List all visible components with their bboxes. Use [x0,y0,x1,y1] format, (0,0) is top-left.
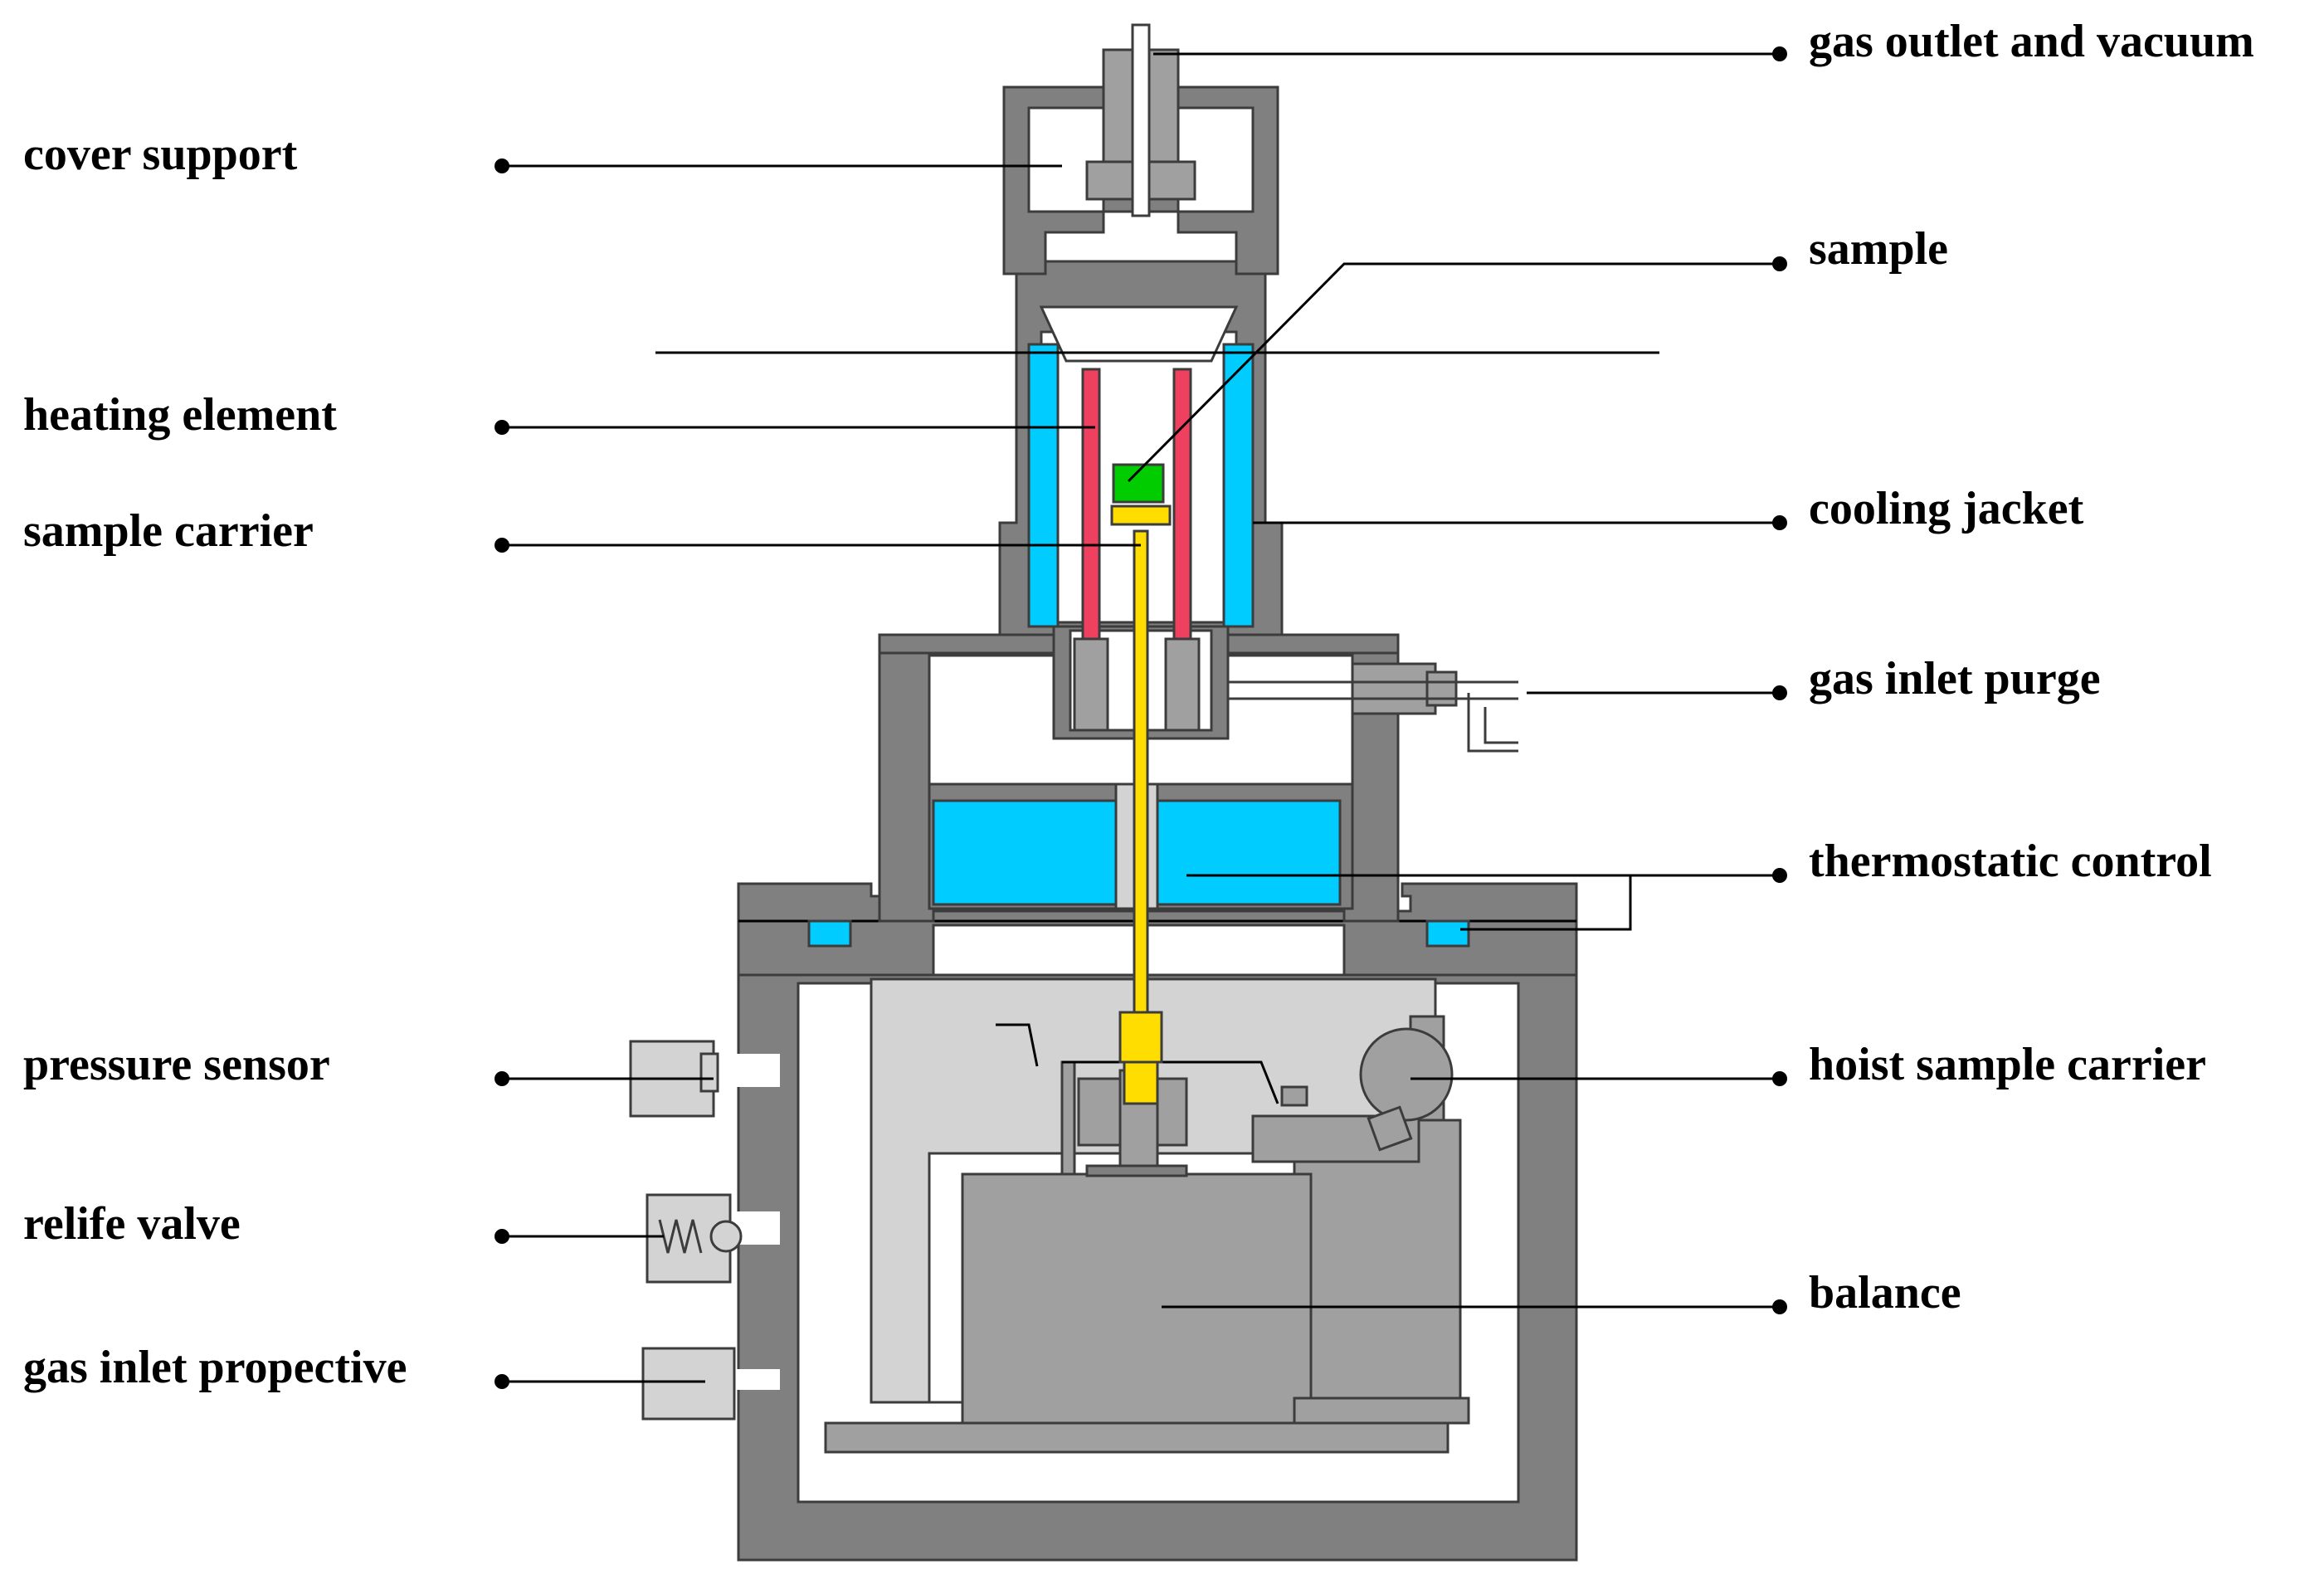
label-pressure-sensor: pressure sensor [23,1039,330,1090]
heater-right [1172,368,1192,645]
cooling-jacket-right [1222,343,1255,628]
leader-lines [502,52,1780,1383]
thermostat-coolant-right [1156,799,1342,906]
carrier-pan [1110,504,1172,526]
label-cooling-jacket: cooling jacket [1809,483,2084,534]
label-sample: sample [1809,223,1948,275]
label-gas-inlet-protective: gas inlet propective [23,1342,407,1393]
leader-dots [495,46,1787,1389]
label-hoist-sample-carrier: hoist sample carrier [1809,1039,2206,1090]
thermostat-coolant-left [932,799,1118,906]
label-thermostatic-control: thermostatic control [1809,836,2212,887]
hoist-wheel [1359,1027,1454,1122]
cooling-jacket-left [1027,343,1060,628]
purge-fitting [1351,662,1437,715]
label-heating-element: heating element [23,389,337,441]
seal-left [807,919,852,948]
hoist-support [1293,1119,1462,1404]
protective-inlet-fitting [641,1347,736,1421]
label-balance: balance [1809,1267,1961,1318]
label-sample-carrier: sample carrier [23,505,314,557]
label-cover-support: cover support [23,129,298,180]
label-relief-valve: relife valve [23,1198,241,1250]
label-gas-inlet-purge: gas inlet purge [1809,653,2101,704]
carrier-rod [1133,529,1149,1055]
label-gas-outlet: gas outlet and vacuum [1809,16,2254,67]
base-plate [824,1421,1449,1454]
seal-right [1425,919,1470,948]
heater-left [1081,368,1101,645]
balance-block [961,1172,1313,1425]
